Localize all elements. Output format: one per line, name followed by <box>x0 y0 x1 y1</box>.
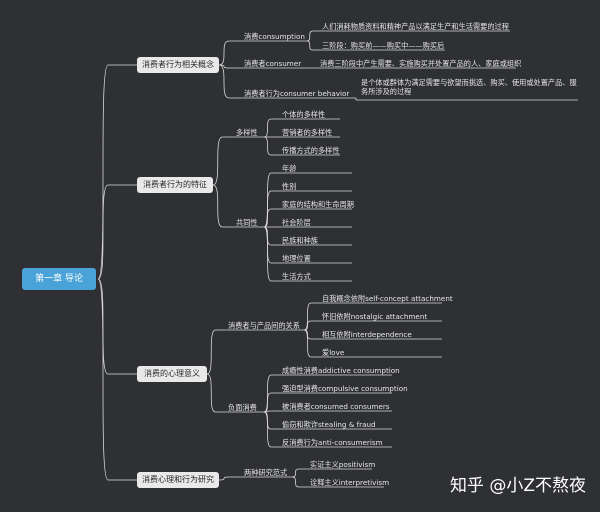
branch-child-link <box>206 373 224 413</box>
leaf-link <box>306 30 318 42</box>
leaf-link <box>303 320 318 331</box>
leaf-link <box>291 468 306 478</box>
consumption-stages: 三阶段：购买前——购买中——购买后 <box>322 41 445 50</box>
root-branch-link <box>97 278 137 481</box>
research-group-paradigms: 两种研究范式 <box>244 468 288 477</box>
feature-group-diversity: 多样性 <box>236 128 258 137</box>
paradigm-item: 诠释主义interpretivism <box>310 478 390 487</box>
commonality-item: 民族和种族 <box>282 236 318 245</box>
commonality-item: 社会阶层 <box>282 218 311 227</box>
commonality-item: 年龄 <box>282 164 297 173</box>
branch-node-concepts[interactable]: 消费者行为相关概念 <box>137 57 219 73</box>
negative-item: 被消费者consumed consumers <box>282 402 390 411</box>
concept-label-consumption: 消费consumption <box>244 32 305 41</box>
root-branch-link <box>97 64 137 280</box>
diversity-item: 传播方式的多样性 <box>282 146 340 155</box>
branch-child-link <box>212 184 232 228</box>
root-branch-link <box>97 278 137 375</box>
branch-node-psychology[interactable]: 消费的心理意义 <box>137 366 207 382</box>
paradigm-item: 实证主义positivism <box>310 460 376 469</box>
leaf-link <box>263 411 278 448</box>
behavior-definition: 是个体或群体为满足需要与欲望而挑选、购买、使用或处置产品、服务所涉及的过程 <box>361 78 577 96</box>
leaf-link <box>291 476 306 488</box>
relation-item: 怀旧依附nostalgic attachment <box>322 312 428 321</box>
psychology-group-relation: 消费者与产品间的关系 <box>228 321 300 330</box>
negative-item: 偷窃和欺诈stealing & fraud <box>282 420 376 429</box>
leaf-link <box>306 40 318 51</box>
leaf-link <box>263 226 278 282</box>
concept-label-consumer: 消费者consumer <box>244 59 302 68</box>
relation-item: 相互依附interdependence <box>322 330 412 339</box>
leaf-link <box>263 410 278 413</box>
branch-node-features[interactable]: 消费者行为的特征 <box>137 177 213 193</box>
branch-child-link <box>206 329 224 375</box>
commonality-item: 生活方式 <box>282 272 311 281</box>
commonality-item: 地理位置 <box>282 254 311 263</box>
branch-child-link <box>218 40 240 66</box>
feature-group-commonality: 共同性 <box>236 218 258 227</box>
branch-child-link <box>218 64 240 69</box>
branch-child-link <box>218 476 240 481</box>
root-node[interactable]: 第一章 导论 <box>22 268 96 290</box>
leaf-link <box>303 329 318 358</box>
leaf-link <box>263 374 278 413</box>
branch-child-link <box>218 64 240 99</box>
consumer-definition: 消费三阶段中产生需要、实施购买并处置产品的人、家庭或组织 <box>320 59 522 68</box>
branch-child-link <box>212 136 232 186</box>
relation-item: 自我概念依附self-concept attachment <box>322 294 453 303</box>
branch-node-research[interactable]: 消费心理和行为研究 <box>137 472 219 488</box>
diversity-item: 个体的多样性 <box>282 110 326 119</box>
concept-label-behavior: 消费者行为consumer behavior <box>244 89 350 98</box>
watermark-text: 知乎 @小Z不熬夜 <box>449 476 586 496</box>
commonality-item: 家庭的结构和生命周期 <box>282 200 354 209</box>
psychology-group-negative: 负面消费 <box>228 403 257 412</box>
leaf-link <box>303 302 318 331</box>
diversity-item: 营销者的多样性 <box>282 128 333 137</box>
negative-item: 成瘾性消费addictive consumption <box>282 366 400 375</box>
commonality-item: 性别 <box>282 182 297 191</box>
leaf-link <box>263 136 278 156</box>
root-branch-link <box>97 184 137 280</box>
relation-item: 爱love <box>322 348 345 357</box>
leaf-link <box>263 118 278 138</box>
leaf-link <box>263 172 278 228</box>
negative-item: 强迫型消费compulsive consumption <box>282 384 408 393</box>
leaf-link <box>263 392 278 413</box>
leaf-link <box>263 208 278 228</box>
consumption-definition: 人们消耗物质资料和精神产品以满足生产和生活需要的过程 <box>322 22 509 31</box>
negative-item: 反消费行为anti-consumerism <box>282 438 383 447</box>
